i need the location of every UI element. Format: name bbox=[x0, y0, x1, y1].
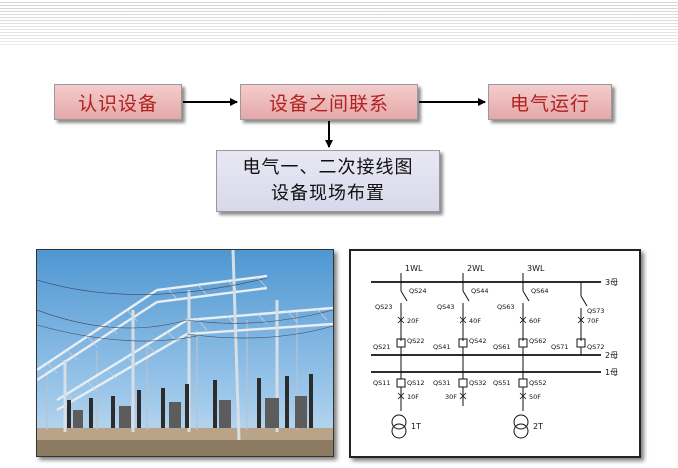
flow-box-operation-label: 电气运行 bbox=[509, 92, 590, 115]
header-stripes-fade bbox=[0, 0, 678, 46]
switch-qs43: QS43 bbox=[437, 303, 455, 311]
flow-box-diagram-line1: 电气一、二次接线图 bbox=[242, 157, 414, 178]
switch-qs41: QS41 bbox=[433, 343, 451, 351]
line-label-2wl: 2WL bbox=[467, 264, 485, 273]
breaker-40f: 40F bbox=[469, 317, 481, 325]
bus-label-1: 1母 bbox=[605, 368, 618, 377]
substation-photo bbox=[36, 249, 334, 457]
breaker-60f: 60F bbox=[529, 317, 541, 325]
switch-qs42: QS42 bbox=[469, 337, 487, 345]
schematic-drawing: 1WL 2WL 3WL 3母 2母 1母 QS24 QS44 QS64 QS23… bbox=[371, 264, 618, 439]
breaker-30f: 30F bbox=[445, 393, 457, 401]
switch-qs23: QS23 bbox=[375, 303, 393, 311]
breaker-10f: 10F bbox=[407, 393, 419, 401]
switch-qs32: QS32 bbox=[469, 379, 487, 387]
switch-qs72: QS72 bbox=[587, 343, 605, 351]
switch-qs73: QS73 bbox=[587, 307, 605, 315]
flow-box-recognize-label: 认识设备 bbox=[77, 92, 158, 115]
switch-qs62: QS62 bbox=[529, 337, 547, 345]
breaker-20f: 20F bbox=[407, 317, 419, 325]
switch-qs64: QS64 bbox=[531, 287, 549, 295]
switch-qs52: QS52 bbox=[529, 379, 547, 387]
switch-qs63: QS63 bbox=[497, 303, 515, 311]
line-label-3wl: 3WL bbox=[527, 264, 545, 273]
switch-qs21: QS21 bbox=[373, 343, 391, 351]
switch-qs11: QS11 bbox=[373, 379, 391, 387]
bus-label-3: 3母 bbox=[605, 278, 618, 287]
switch-qs22: QS22 bbox=[407, 337, 425, 345]
switch-qs31: QS31 bbox=[433, 379, 451, 387]
switch-qs12: QS12 bbox=[407, 379, 425, 387]
flow-box-electrical-operation: 电气运行 bbox=[488, 84, 612, 120]
bus-label-2: 2母 bbox=[605, 351, 618, 360]
switch-qs51: QS51 bbox=[493, 379, 511, 387]
flow-box-equipment-relation: 设备之间联系 bbox=[240, 84, 418, 120]
breaker-50f: 50F bbox=[529, 393, 541, 401]
switch-qs71: QS71 bbox=[551, 343, 569, 351]
transformer-2t: 2T bbox=[533, 422, 543, 431]
wiring-schematic: 1WL 2WL 3WL 3母 2母 1母 QS24 QS44 QS64 QS23… bbox=[349, 249, 641, 458]
flow-box-relation-label: 设备之间联系 bbox=[268, 92, 389, 115]
breaker-70f: 70F bbox=[587, 317, 599, 325]
switch-qs61: QS61 bbox=[493, 343, 511, 351]
flow-box-recognize-equipment: 认识设备 bbox=[54, 84, 182, 120]
line-label-1wl: 1WL bbox=[405, 264, 423, 273]
substation-illustration bbox=[37, 250, 333, 456]
flow-box-diagram-line2: 设备现场布置 bbox=[271, 183, 385, 204]
switch-qs24: QS24 bbox=[409, 287, 427, 295]
switch-qs44: QS44 bbox=[471, 287, 489, 295]
flow-box-wiring-diagram: 电气一、二次接线图 设备现场布置 bbox=[216, 150, 440, 212]
flow-arrows bbox=[183, 98, 486, 148]
transformer-1t: 1T bbox=[411, 422, 421, 431]
